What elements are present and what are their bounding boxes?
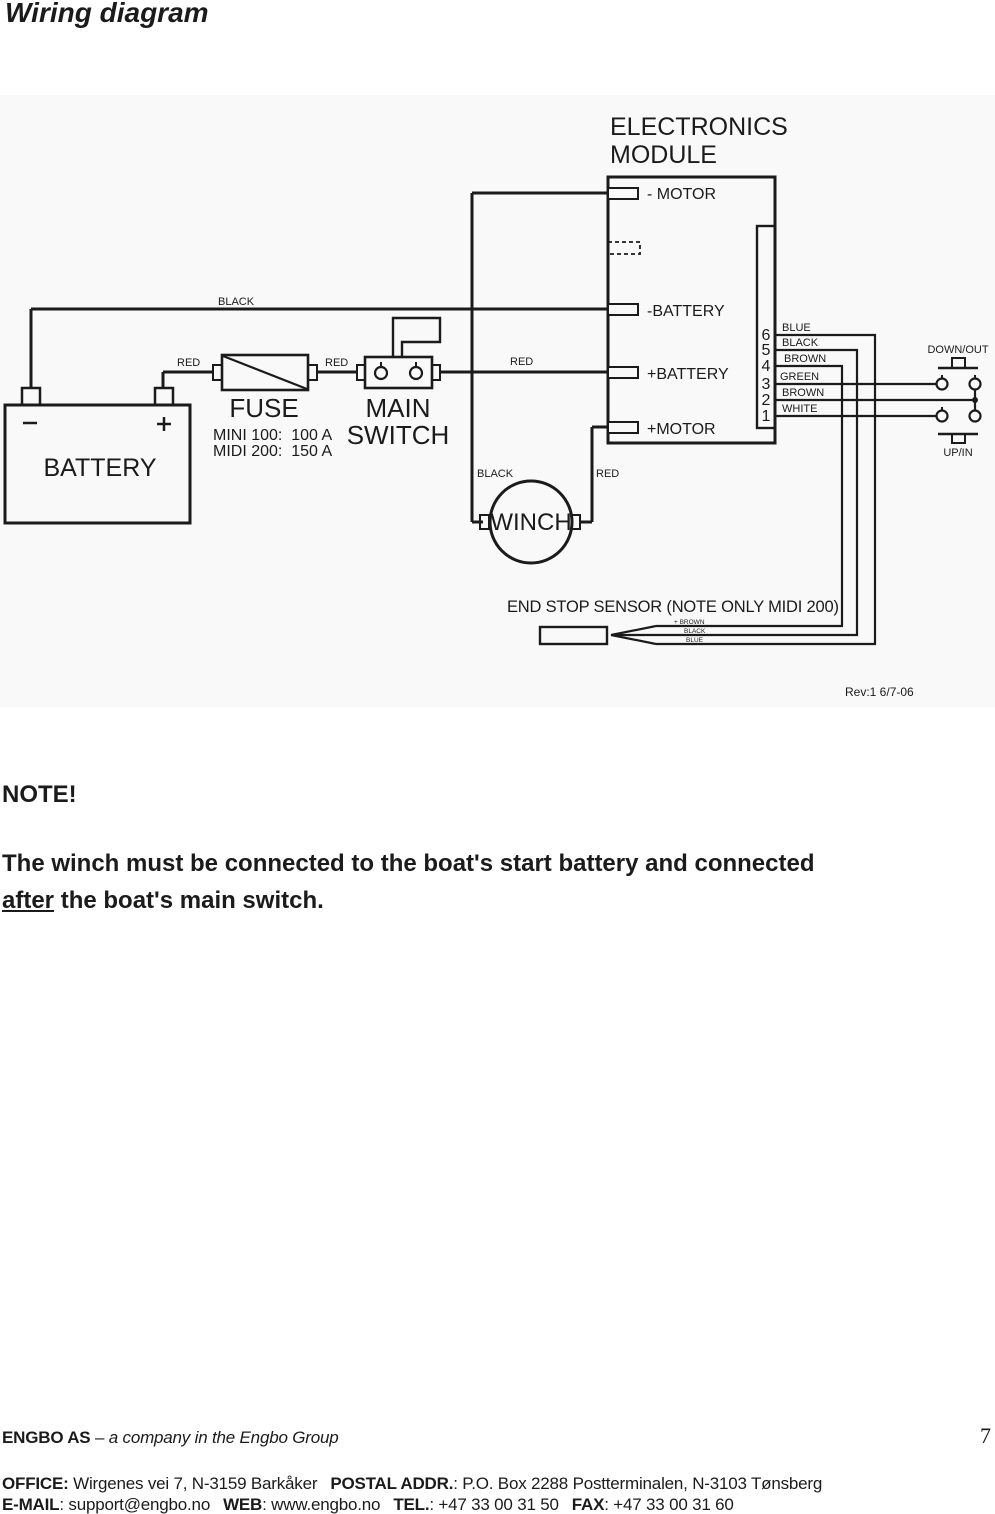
push-button-symbols <box>935 357 982 444</box>
revision-label: Rev:1 6/7-06 <box>845 685 914 699</box>
web-label: WEB <box>223 1495 263 1514</box>
postal-label: POSTAL ADDR. <box>330 1474 454 1493</box>
email-label: E-MAIL <box>2 1495 60 1514</box>
red-winch-wire-label: RED <box>596 468 619 480</box>
sensor-wire-black-label: BLACK <box>684 628 706 635</box>
fuse-label: FUSE <box>229 393 298 423</box>
fuse-symbol <box>212 353 318 392</box>
main-switch-label-1: MAIN <box>366 393 431 423</box>
battery-symbol <box>3 386 192 525</box>
fax-label: FAX <box>571 1495 605 1514</box>
winch-symbol <box>479 479 581 565</box>
sensor-wire-brown-label: + BROWN <box>674 619 705 626</box>
wire-black-label: BLACK <box>782 337 819 349</box>
tel-value: : +47 33 00 31 50 <box>429 1495 559 1514</box>
black-winch-wire-label: BLACK <box>477 468 514 480</box>
footer-company-line: ENGBO AS – a company in the Engbo Group <box>2 1428 339 1448</box>
tel-label: TEL. <box>393 1495 430 1514</box>
postal-value: : P.O. Box 2288 Postterminalen, N-3103 T… <box>453 1474 823 1493</box>
sensor-wire-blue-label: BLUE <box>686 637 704 644</box>
main-switch-symbol <box>356 316 442 390</box>
fax-value: : +47 33 00 31 60 <box>604 1495 734 1514</box>
pin-2: 2 <box>762 392 771 409</box>
winch-label: WINCH <box>490 509 571 536</box>
wire-white-label: WHITE <box>782 403 817 415</box>
company-tagline: – a company in the Engbo Group <box>90 1428 339 1447</box>
footer-contact-line: E-MAIL: support@engbo.no WEB: www.engbo.n… <box>2 1495 734 1514</box>
end-stop-sensor-label: END STOP SENSOR (NOTE ONLY MIDI 200) <box>507 598 839 616</box>
red-battery-wire-label: RED <box>177 357 200 369</box>
note-line-2: the boat's main switch. <box>54 887 324 914</box>
pin-4: 4 <box>762 358 771 375</box>
red-fuse-wire-label: RED <box>325 357 348 369</box>
note-heading: NOTE! <box>2 781 77 808</box>
module-title-2: MODULE <box>610 141 717 169</box>
wire-green-label: GREEN <box>780 371 819 383</box>
pin-5: 5 <box>762 342 771 359</box>
terminal-motor-pos: +MOTOR <box>647 421 716 438</box>
pin-3: 3 <box>762 376 771 393</box>
note-paragraph: The winch must be connected to the boat'… <box>2 845 995 919</box>
pin-1: 1 <box>762 408 771 425</box>
page-number: 7 <box>980 1423 991 1448</box>
office-label: OFFICE: <box>2 1474 69 1493</box>
terminal-battery-neg: -BATTERY <box>647 303 725 320</box>
module-title-1: ELECTRONICS <box>610 113 788 141</box>
office-value: Wirgenes vei 7, N-3159 Barkåker <box>68 1474 318 1493</box>
page-title: Wiring diagram <box>5 0 209 28</box>
end-stop-sensor-symbol <box>538 625 609 646</box>
fuse-rating-2: MIDI 200: 150 A <box>213 443 333 460</box>
electronics-module-symbol <box>606 175 777 445</box>
power-wires <box>29 191 608 524</box>
control-wires <box>610 333 975 646</box>
wiring-diagram: BATTERY FUSE MINI 100: 100 A MIDI 200: 1… <box>3 113 989 699</box>
battery-label: BATTERY <box>44 454 157 482</box>
web-value: : www.engbo.no <box>262 1495 381 1514</box>
fuse-rating-1: MINI 100: 100 A <box>213 427 333 444</box>
pin-6: 6 <box>762 327 771 344</box>
main-switch-label-2: SWITCH <box>347 420 450 450</box>
wiring-diagram-panel: BATTERY FUSE MINI 100: 100 A MIDI 200: 1… <box>0 95 995 707</box>
wire-brown1-label: BROWN <box>784 353 826 365</box>
wire-brown2-label: BROWN <box>782 387 824 399</box>
black-main-wire-label: BLACK <box>218 296 255 308</box>
footer-address-line: OFFICE: Wirgenes vei 7, N-3159 Barkåker P… <box>2 1474 822 1494</box>
down-out-label: DOWN/OUT <box>927 344 988 356</box>
red-module-wire-label: RED <box>510 356 533 368</box>
terminal-motor-neg: - MOTOR <box>647 186 716 203</box>
email-value: : support@engbo.no <box>59 1495 211 1514</box>
wire-blue-label: BLUE <box>782 322 811 334</box>
terminal-battery-pos: +BATTERY <box>647 366 729 383</box>
up-in-label: UP/IN <box>943 447 972 459</box>
note-line-1: The winch must be connected to the boat'… <box>2 850 815 877</box>
company-name: ENGBO AS <box>2 1428 91 1447</box>
note-underlined-word: after <box>2 887 55 914</box>
